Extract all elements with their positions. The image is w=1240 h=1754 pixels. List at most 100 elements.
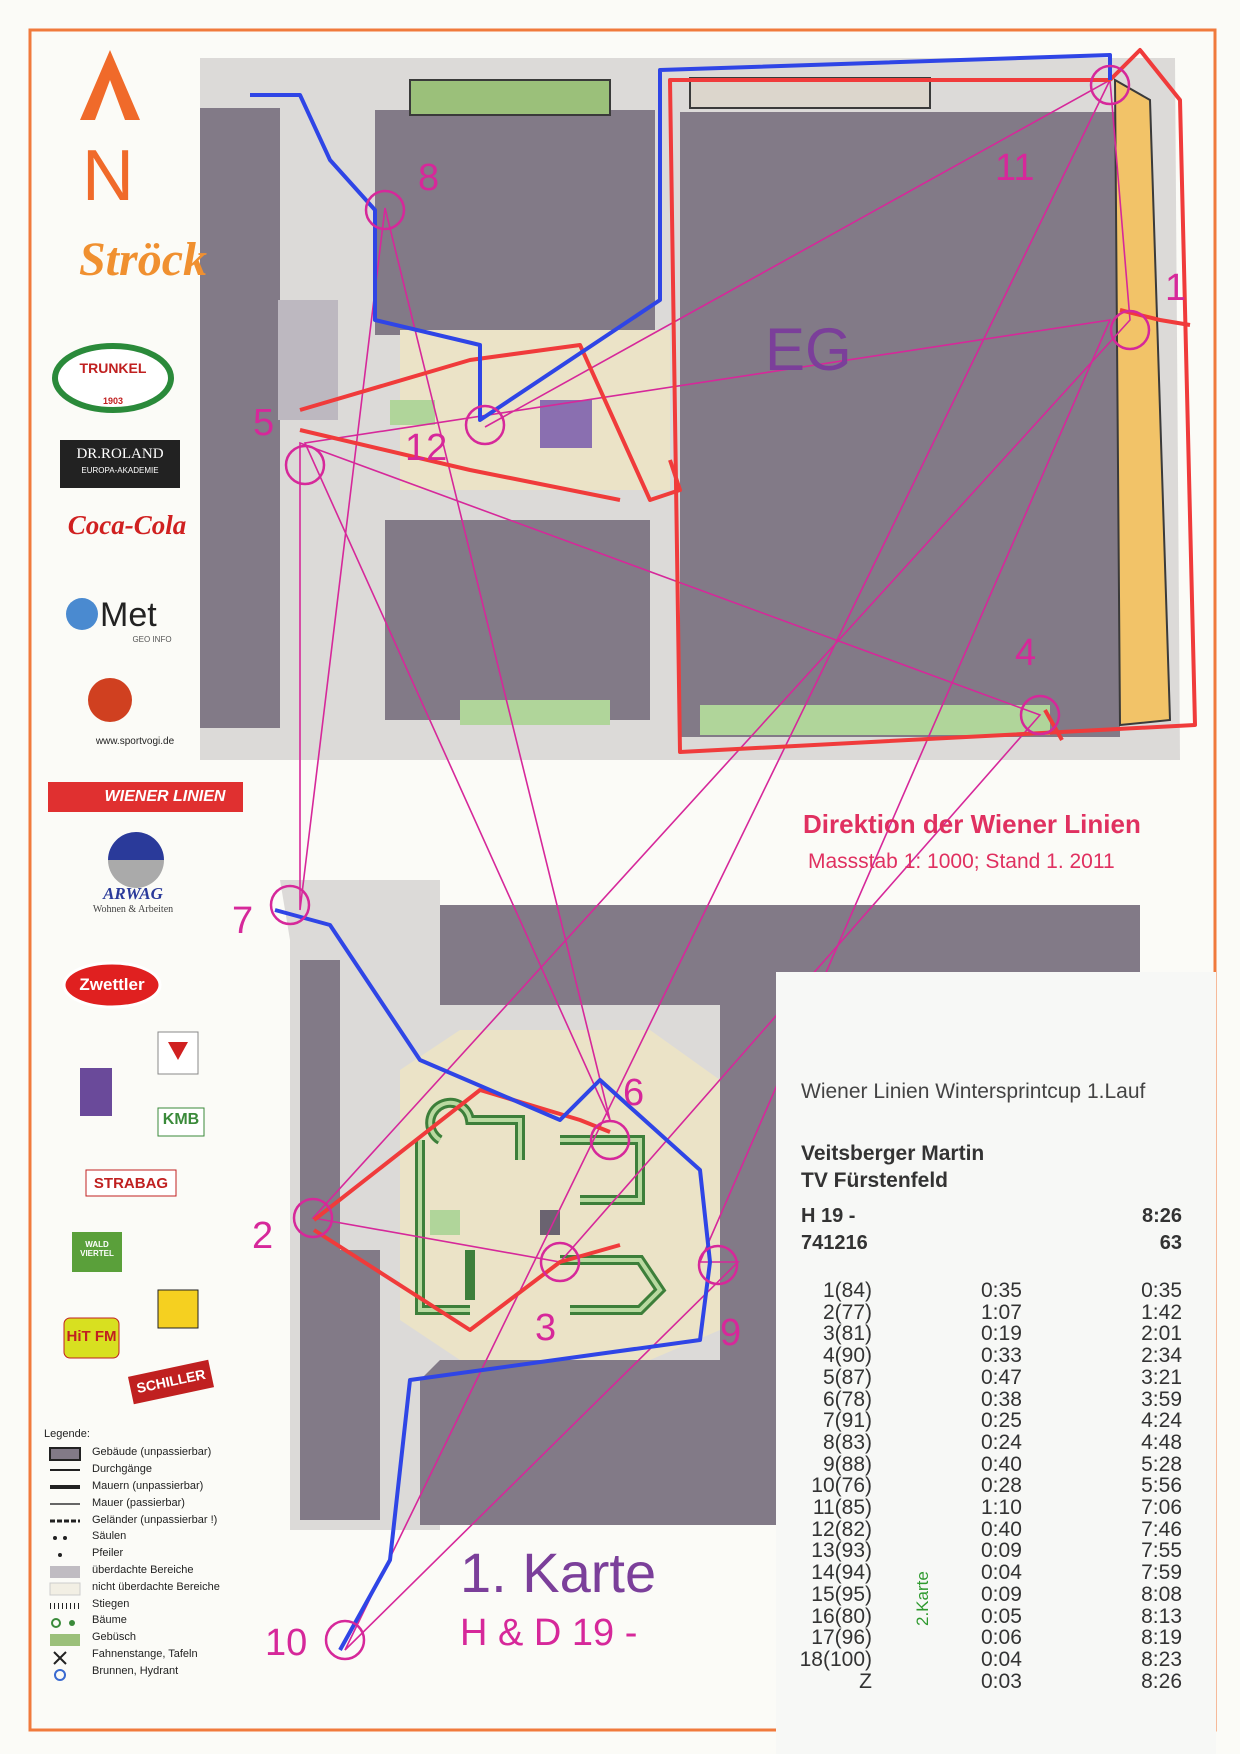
control-numbers: 1 2 3 4 5 6 7 8 9 10 11 12: [232, 147, 1186, 1664]
cocacola-logo: Coca-Cola: [67, 510, 187, 540]
legend-item: Bäume: [44, 1612, 254, 1629]
control-12-number: 12: [405, 427, 447, 469]
courtyard-lower: [400, 1030, 720, 1360]
wienerlinien-logo-icon: [48, 782, 243, 812]
card-class: H & D 19 -: [460, 1612, 637, 1654]
split-control: 1(84): [822, 1279, 872, 1302]
trunkel-logo: TRUNKEL: [79, 360, 147, 376]
control-1-number: 1: [1165, 267, 1186, 309]
legend-item: Durchgänge: [44, 1461, 254, 1478]
split-cumulative-time: 5:56: [1141, 1474, 1182, 1498]
strabag-logo-icon: [85, 1169, 177, 1197]
split-leg-time: 0:03: [981, 1669, 1022, 1693]
north-arrow-icon: N: [80, 50, 140, 216]
direction-title: Direktion der Wiener Linien: [803, 809, 1141, 839]
split-leg-time: 0:47: [981, 1365, 1022, 1389]
legend-item: Säulen: [44, 1528, 254, 1545]
split-leg-time: 0:40: [981, 1517, 1022, 1541]
wappen-icon: [80, 1068, 112, 1116]
split-cumulative-time: 0:35: [1141, 1279, 1182, 1302]
split-control: 10(76): [811, 1474, 872, 1498]
split-cumulative-time: 7:55: [1141, 1539, 1182, 1563]
control-3-circle: [539, 1241, 581, 1283]
north-letter: N: [82, 136, 134, 216]
split-cumulative-time: 7:59: [1141, 1561, 1182, 1585]
control-9-number: 9: [720, 1312, 741, 1354]
split-control: 6(78): [822, 1387, 872, 1411]
control-5-circle: [284, 444, 326, 486]
legend-label: Geländer (unpassierbar !): [92, 1513, 218, 1526]
legend-label: überdachte Bereiche: [92, 1563, 194, 1576]
control-5-number: 5: [253, 402, 274, 444]
split-control: 17(96): [811, 1626, 872, 1650]
legend-label: Mauern (unpassierbar): [92, 1479, 204, 1492]
split-row: 16(80) 0:05 8:13: [776, 1605, 1216, 1628]
split-times-printout: Wiener Linien Wintersprintcup 1.Lauf Vei…: [776, 972, 1216, 1754]
control-9-circle: [697, 1244, 739, 1286]
split-leg-time: 0:33: [981, 1344, 1022, 1368]
legend-label: Gebüsch: [92, 1631, 137, 1644]
split-cumulative-time: 7:46: [1141, 1517, 1182, 1541]
split-cumulative-time: 4:48: [1141, 1430, 1182, 1454]
total-time: 8:26: [1141, 1205, 1182, 1227]
split-cumulative-time: 8:13: [1141, 1604, 1182, 1628]
legend-label: Säulen: [92, 1530, 127, 1543]
control-1-circle: [1109, 309, 1151, 351]
hit-logo: HiT FM: [66, 1328, 117, 1345]
control-8-number: 8: [418, 157, 439, 199]
split-cumulative-time: 8:26: [1141, 1669, 1182, 1693]
control-6-number: 6: [623, 1072, 644, 1114]
schiller-logo-icon: [127, 1359, 215, 1405]
met-logo: Met: [100, 596, 157, 634]
legend-symbols: [49, 1447, 81, 1681]
split-control: 4(90): [822, 1344, 872, 1368]
control-10-number: 10: [265, 1622, 307, 1664]
split-leg-time: 0:04: [981, 1647, 1022, 1671]
hatched-area: [540, 400, 592, 448]
second-card-label: 2.Karte: [913, 1571, 932, 1626]
roland-logo: DR.ROLAND: [76, 446, 164, 462]
split-leg-time: 0:06: [981, 1626, 1022, 1650]
control-8-circle: [364, 189, 406, 231]
control-circles: [269, 64, 1151, 1661]
split-cumulative-time: 3:21: [1141, 1365, 1182, 1389]
sportvogi-bird-icon: [88, 678, 132, 722]
hit-logo-icon: [63, 1317, 120, 1359]
split-cumulative-time: 2:01: [1141, 1322, 1182, 1346]
split-cumulative-time: 8:23: [1141, 1647, 1182, 1671]
kmb-logo: KMB: [162, 1111, 200, 1128]
legend-label: Stiegen: [92, 1597, 130, 1610]
wald-logo: WALD VIERTEL: [80, 1240, 114, 1258]
split-leg-time: 0:28: [981, 1474, 1022, 1498]
split-control: 16(80): [811, 1604, 872, 1628]
split-leg-time: 0:05: [981, 1604, 1022, 1628]
zwettler-logo: Zwettler: [79, 975, 145, 994]
control-6-circle: [589, 1119, 631, 1161]
floor-label: EG: [765, 316, 852, 383]
arwag-logo: ARWAG: [103, 884, 163, 903]
split-row: 18(100) 0:04 8:23: [776, 1648, 1216, 1671]
legend-label: Bäume: [92, 1614, 127, 1627]
sponsor-logos: [48, 343, 243, 1405]
split-row: 12(82) 0:40 7:46: [776, 1518, 1216, 1541]
club-name: TV Fürstenfeld: [801, 1169, 949, 1192]
split-control: 15(95): [811, 1582, 872, 1606]
split-control: 9(88): [822, 1452, 872, 1476]
split-control: 18(100): [799, 1647, 872, 1671]
legend-item: Brunnen, Hydrant: [44, 1662, 254, 1679]
split-control: 11(85): [812, 1496, 872, 1519]
control-2-number: 2: [252, 1215, 273, 1257]
split-control: 12(82): [811, 1517, 872, 1541]
map-legend: Legende: Gebäude (unpassierbar) Durchgän…: [44, 1428, 254, 1679]
